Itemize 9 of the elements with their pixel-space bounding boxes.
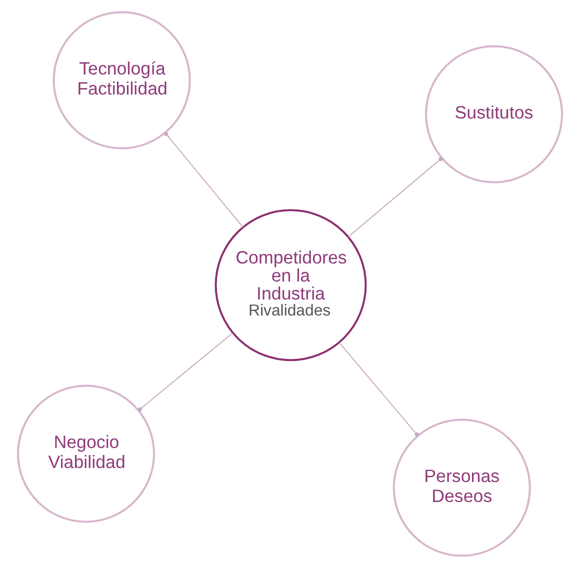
connector xyxy=(347,156,442,238)
node-circle: Sustitutos xyxy=(424,45,563,184)
connector xyxy=(164,132,244,228)
node-circle: Negocio Viabilidad xyxy=(16,384,155,523)
connector xyxy=(338,342,418,436)
connector xyxy=(137,332,233,412)
node-circle: Personas Deseos xyxy=(392,418,530,557)
node-circle: Tecnología Factibilidad xyxy=(52,11,190,150)
node-circle: Competidores en la Industria Rivalidades xyxy=(214,209,366,362)
